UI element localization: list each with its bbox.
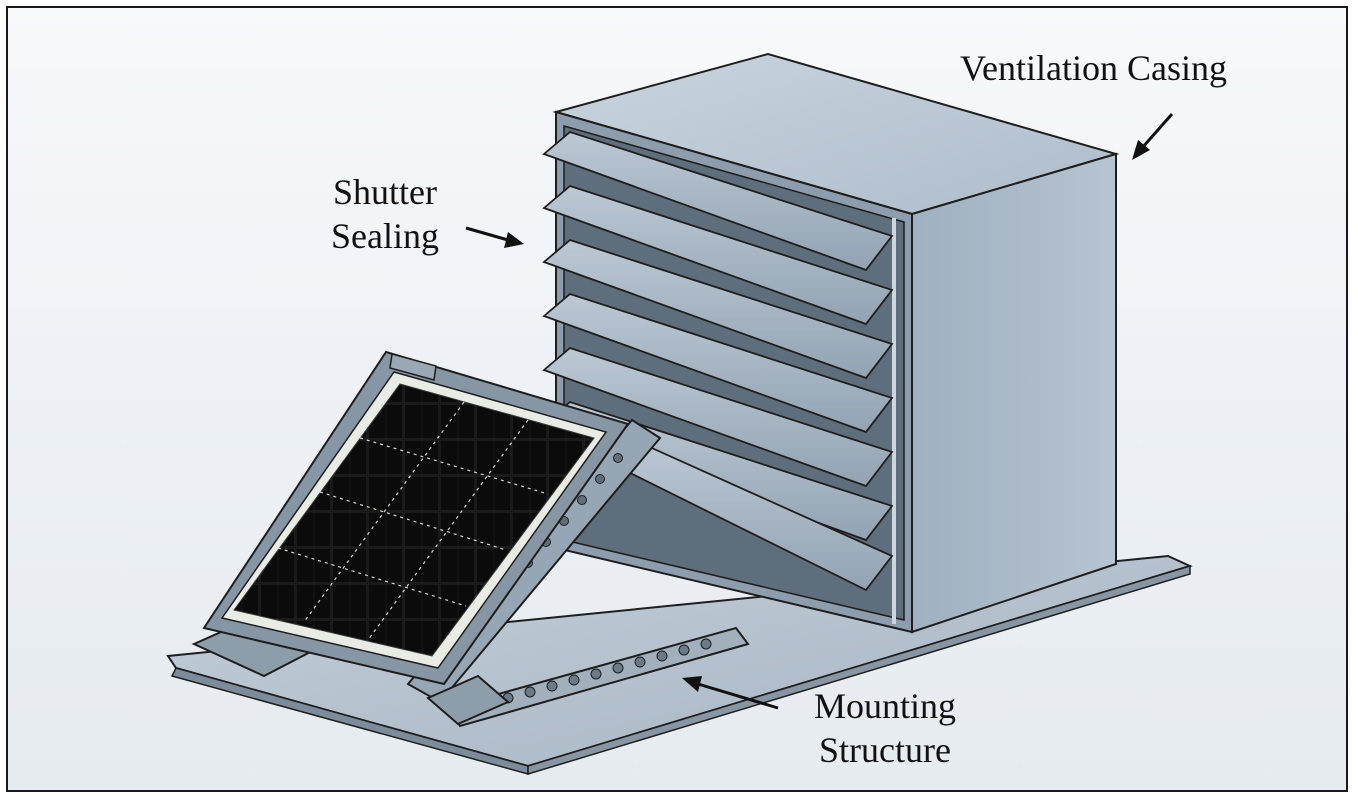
leader-arrow-shutter-sealing — [465, 226, 524, 248]
base-plate-edge-right — [527, 564, 1191, 776]
leader-arrow-ventilation-casing — [1132, 113, 1174, 160]
louver — [542, 184, 894, 326]
label-mounting-structure: Mounting Structure — [790, 684, 980, 772]
louver — [542, 292, 894, 434]
louver — [542, 238, 894, 380]
label-mounting-line2: Structure — [819, 730, 951, 770]
label-shutter-line2: Sealing — [331, 216, 439, 256]
label-mounting-line1: Mounting — [813, 686, 956, 726]
casing-side-face — [911, 152, 1117, 634]
label-shutter-sealing: Shutter Sealing — [310, 170, 460, 258]
assembly-drawing — [166, 52, 1193, 776]
diagram-frame — [6, 6, 1348, 792]
louver — [542, 130, 894, 272]
solar-panel-cells — [233, 383, 595, 657]
solar-cell-grid — [277, 401, 549, 641]
label-shutter-line1: Shutter — [333, 172, 437, 212]
front-bracket-right — [426, 674, 510, 726]
solar-panel-top-tab — [389, 353, 437, 381]
label-ventilation-casing: Ventilation Casing — [960, 48, 1227, 88]
louver — [542, 346, 894, 488]
leader-arrow-mounting-structure — [682, 676, 779, 710]
